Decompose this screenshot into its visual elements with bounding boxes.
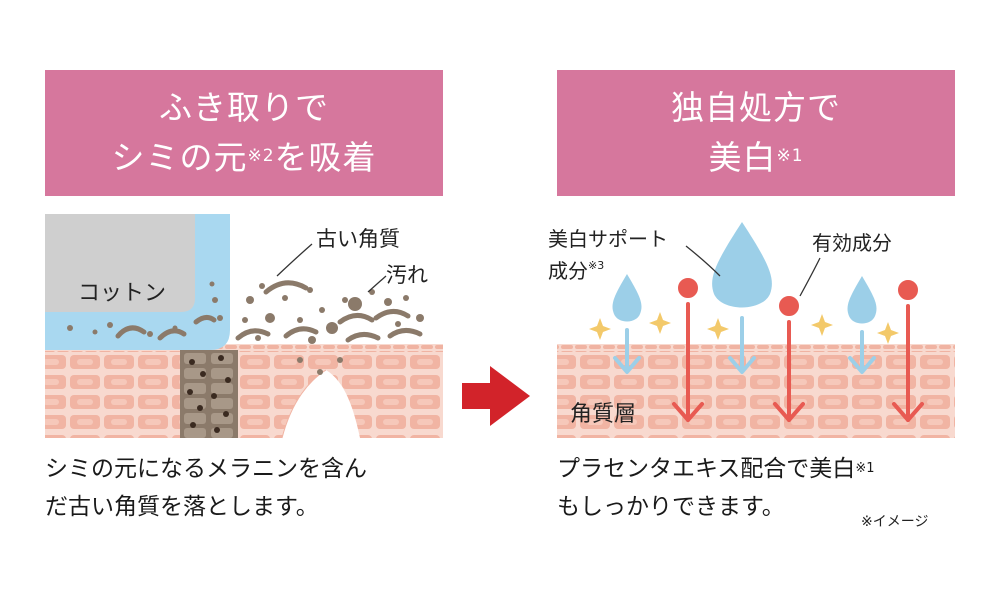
right-banner-line2: 美白※1 xyxy=(708,133,803,183)
support-leader xyxy=(685,245,721,277)
stratum-label: 角質層 xyxy=(570,402,636,427)
right-skin xyxy=(557,344,955,438)
sparkle-icons xyxy=(589,312,899,344)
right-caption-line1-main: プラセンタエキス配合で美白 xyxy=(557,456,856,482)
left-banner-note: ※2 xyxy=(247,146,275,166)
left-banner-line2: シミの元※2を吸着 xyxy=(111,133,376,183)
right-banner-note: ※1 xyxy=(776,146,804,166)
right-banner-line1: 独自処方で xyxy=(671,88,841,127)
left-banner-line2-end: を吸着 xyxy=(274,138,377,177)
right-caption: プラセンタエキス配合で美白※1 もしっかりできます。 xyxy=(557,450,977,526)
right-caption-note: ※1 xyxy=(855,461,875,476)
left-caption-line1: シミの元になるメラニンを含ん xyxy=(45,456,367,482)
right-caption-line2: もしっかりできます。 xyxy=(557,494,785,520)
left-banner-line2-main: シミの元 xyxy=(111,138,248,177)
peeled-gap xyxy=(282,370,360,438)
melanin-column xyxy=(180,350,238,438)
support-ingredient-drops xyxy=(612,222,877,374)
left-skin xyxy=(45,344,443,438)
left-banner: ふき取りで シミの元※2を吸着 xyxy=(45,70,443,196)
support-label-line1: 美白サポート xyxy=(548,227,668,251)
cotton-pad xyxy=(45,214,230,350)
right-caption-line1: プラセンタエキス配合で美白※1 xyxy=(557,450,977,488)
active-ingredient-spheres xyxy=(672,276,924,422)
active-label: 有効成分 xyxy=(812,231,892,255)
left-banner-line1: ふき取りで xyxy=(159,88,329,127)
support-label-note: ※3 xyxy=(588,259,604,272)
old-keratin-label: 古い角質 xyxy=(316,227,400,251)
image-note: ※イメージ xyxy=(861,514,929,530)
dirt-label: 汚れ xyxy=(386,263,428,287)
support-label-line2: 成分※3 xyxy=(548,259,604,283)
dirt-leader xyxy=(367,275,387,293)
right-banner-line2-main: 美白 xyxy=(708,138,777,177)
left-caption-line2: だ古い角質を落とします。 xyxy=(45,494,319,520)
right-arrow-icon xyxy=(462,366,530,426)
support-label-line2-main: 成分 xyxy=(548,259,588,283)
active-leader xyxy=(799,257,821,297)
old-keratin-leader xyxy=(276,243,313,277)
cotton-label: コットン xyxy=(78,281,166,306)
left-caption: シミの元になるメラニンを含ん だ古い角質を落とします。 xyxy=(45,450,465,526)
right-banner: 独自処方で 美白※1 xyxy=(557,70,955,196)
keratin-particles xyxy=(235,280,424,375)
